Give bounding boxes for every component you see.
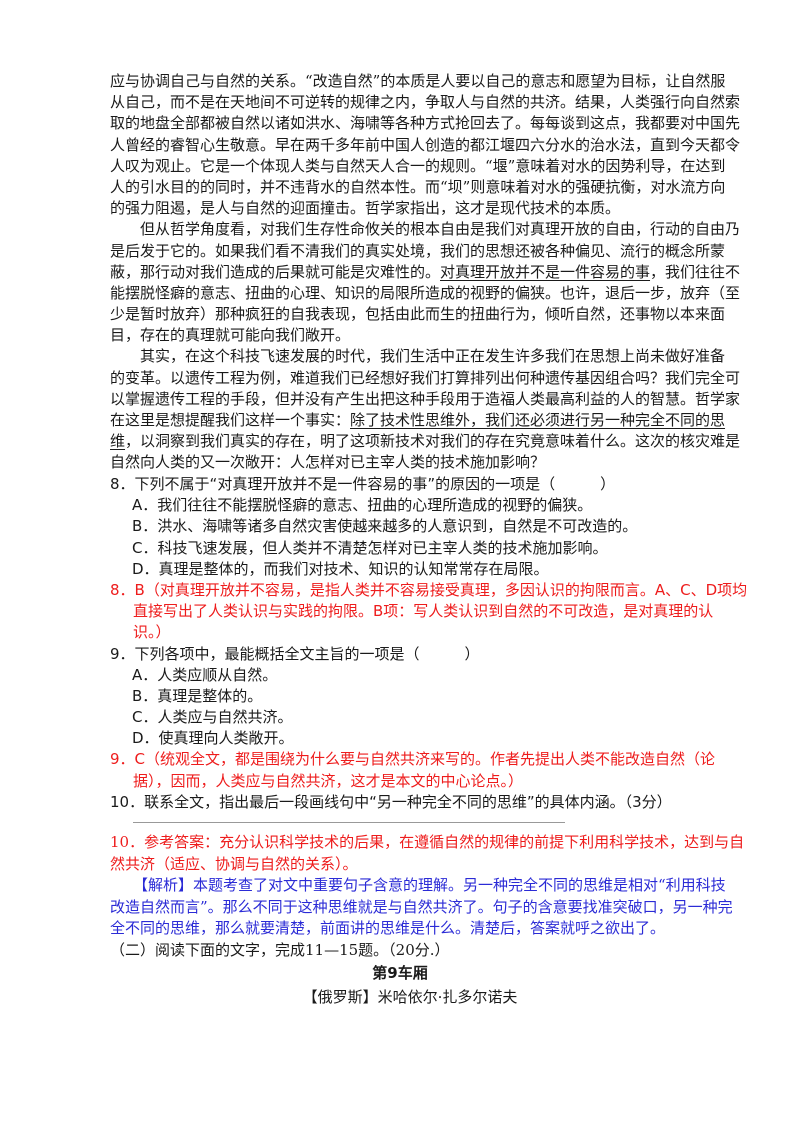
text-segment: 在这里是想提醒我们这样一个事实： [110, 411, 351, 429]
passage-line: 人的引水目的的同时，并不违背水的自然本性。而“坝”则意味着对水的强硬抗衡，对水流… [110, 177, 726, 196]
passage-line: 取的地盘全部都被自然以诸如洪水、海啸等各种方式抢回去了。每每谈到这点，我都要对中… [110, 114, 741, 133]
answer-blank-line [133, 822, 565, 823]
passage-line: 维，以洞察到我们真实的存在，明了这项新技术对我们的存在究竟意味着什么。这次的核灾… [110, 431, 740, 452]
text-segment: ，以洞察到我们真实的存在，明了这项新技术对我们的存在究竟意味着什么。这次的核灾难… [125, 432, 741, 451]
analysis-text: 【解析】本题考查了对文中重要句子含意的理解。另一种完全不同的思维是相对“利用科技 [133, 876, 726, 894]
reference-answer: 然共济（适应、协调与自然的关系）。 [110, 854, 358, 873]
underlined-sentence: 维 [110, 432, 126, 451]
passage-line: 从自己，而不是在天地间不可逆转的规律之内，争取人与自然的共济。结果，人类强行向自… [110, 93, 741, 112]
underlined-sentence: 对真理开放并不是一件容易的事 [440, 262, 651, 281]
answer-option: D．真理是整体的，而我们对技术、知识的认知常常存在局限。 [132, 559, 549, 578]
passage-line: 蔽，那行动对我们造成的后果就可能是灾难性的。对真理开放并不是一件容易的事，我们往… [110, 262, 740, 283]
passage-line: 以掌握遗传工程的手段，但并没有产生出把这种手段用于造福人类最高利益的人的智慧。哲… [110, 389, 741, 408]
passage-line: 少是暂时放弃）那种疯狂的自我表现，包括由此而生的扭曲行为，倾听自然，还事物以本来… [110, 305, 726, 324]
passage-line: 是后发于它的。如果我们看不清我们的真实处境，我们的思想还被各种偏见、流行的概念所… [110, 241, 726, 260]
answer-explanation: 据），因而，人类应与自然共济，这才是本文的中心论点。） [133, 771, 524, 790]
passage-line: 自然向人类的又一次敞开：人怎样对已主宰人类的技术施加影响？ [110, 453, 546, 472]
answer-option: A．我们往往不能摆脱怪癖的意志、扭曲的心理所造成的视野的偏狭。 [132, 496, 593, 515]
answer-option: C．科技飞速发展，但人类并不清楚怎样对已主宰人类的技术施加影响。 [132, 538, 608, 557]
passage-line: 人叹为观止。它是一个体现人类与自然天人合一的规则。“堰”意味着对水的因势利导，在… [110, 156, 726, 175]
answer-option: D．使真理向人类敞开。 [132, 729, 294, 748]
passage-line: 的强力阻遏，是人与自然的迎面撞击。哲学家指出，这才是现代技术的本质。 [110, 199, 621, 218]
story-title: 第9车厢 [372, 964, 428, 982]
passage-line: 目，存在的真理就可能向我们敞开。 [110, 326, 351, 345]
answers-section: 10．参考答案：充分认识科学技术的后果，在遵循自然的规律的前提下利用科学技术，达… [110, 832, 745, 961]
text-segment: 蔽，那行动对我们造成的后果就可能是灾难性的。 [110, 262, 441, 281]
passage-line: 能摆脱怪癖的意志、扭曲的心理、知识的局限所造成的视野的偏狭。也许，退后一步，放弃… [110, 283, 741, 302]
reference-answer: 10．参考答案：充分认识科学技术的后果，在遵循自然的规律的前提下利用科学技术，达… [110, 833, 745, 851]
underlined-sentence: 除了技术性思维外，我们还必须进行另一种完全不同的思 [350, 411, 726, 429]
answer-explanation: 9．C（统观全文，都是围绕为什么要与自然共济来写的。作者先提出人类不能改造自然（… [110, 750, 716, 769]
answer-option: C．人类应与自然共济。 [132, 708, 293, 727]
analysis-text: 改造自然而言”。那么不同于这种思维就是与自然共济了。句子的含意要找准突破口，另一… [110, 897, 733, 916]
answer-explanation: 8．B（对真理开放并不容易，是指人类并不容易接受真理，多因认识的拘限而言。A、C… [110, 580, 748, 599]
questions-section: 8．下列不属于“对真理开放并不是一件容易的事”的原因的一项是（ ） A．我们往往不… [110, 474, 748, 813]
answer-explanation: 直接写出了人类认识与实践的拘限。B项：写人类认识到自然的不可改造，是对真理的认 [133, 602, 714, 621]
answer-option: B．洪水、海啸等诸多自然灾害使越来越多的人意识到，自然是不可改造的。 [132, 517, 638, 536]
passage-line: 其实，在这个科技飞速发展的时代，我们生活中正在发生许多我们在思想上尚未做好准备 [140, 347, 726, 366]
text-segment: ，我们往往不 [650, 262, 741, 281]
analysis-text: 全不同的思维，那么就要清楚，前面讲的思维是什么。清楚后，答案就呼之欲出了。 [110, 919, 666, 937]
question-stem: 10．联系全文，指出最后一段画线句中“另一种完全不同的思维”的具体内涵。（3分） [110, 792, 672, 811]
answer-option: A．人类应顺从自然。 [132, 665, 278, 684]
answer-option: B．真理是整体的。 [132, 686, 263, 705]
passage-line: 人曾经的睿智心生敬意。早在两千多年前中国人创造的都江堰四六分水的治水法，直到今天… [110, 135, 741, 154]
question-stem: 8．下列不属于“对真理开放并不是一件容易的事”的原因的一项是（ ） [110, 475, 616, 493]
answer-explanation: 识。） [133, 623, 171, 642]
section-heading: （二）阅读下面的文字，完成11—15题。（20分.） [110, 940, 450, 959]
passage-line: 应与协调自己与自然的关系。“改造自然”的本质是人要以自己的意志和愿望为目标，让自… [110, 72, 726, 90]
question-stem: 9．下列各项中，最能概括全文主旨的一项是（ ） [110, 644, 480, 663]
passage-line: 但从哲学角度看，对我们生存性命攸关的根本自由是我们对真理开放的自由，行动的自由乃 [140, 220, 741, 239]
passage-line: 在这里是想提醒我们这样一个事实：除了技术性思维外，我们还必须进行另一种完全不同的… [110, 410, 725, 431]
passage-line: 的变革。以遗传工程为例，难道我们已经想好我们打算排列出何种遗传基因组合吗？我们完… [110, 368, 741, 387]
reading-passage: 应与协调自己与自然的关系。“改造自然”的本质是人要以自己的意志和愿望为目标，让自… [110, 71, 741, 474]
story-author: 【俄罗斯】米哈依尔·扎多尔诺夫 [302, 988, 518, 1006]
